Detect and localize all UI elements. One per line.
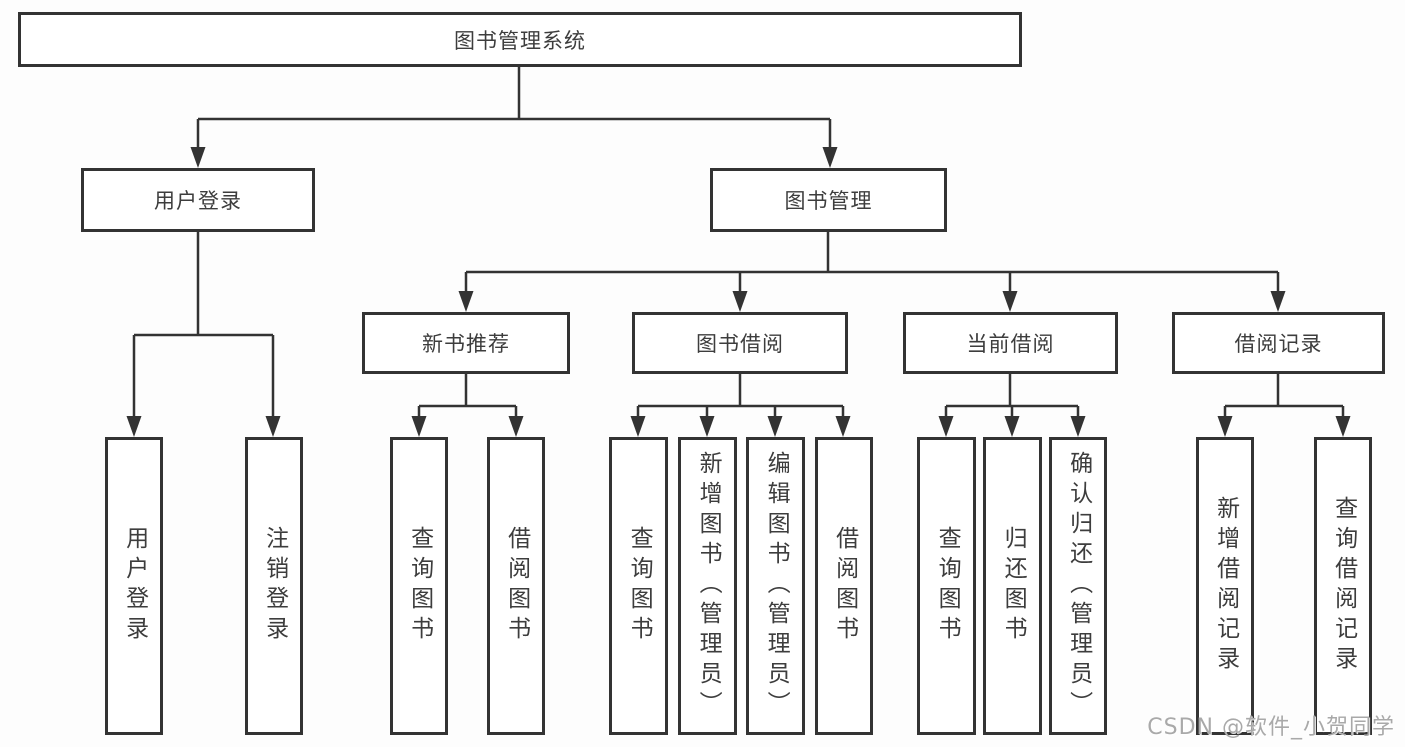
node-library-system: 图书管理系统: [18, 12, 1022, 67]
connector-path: [132, 67, 1345, 419]
leaf-borrow-books: 借阅图书: [815, 437, 873, 735]
node-borrow-records: 借阅记录: [1172, 312, 1385, 374]
node-user-login: 用户登录: [81, 168, 315, 232]
leaf-query-books-recommend: 查询图书: [390, 437, 448, 735]
arrowheads: [126, 147, 1351, 437]
leaf-query-books-current: 查询图书: [917, 437, 976, 735]
leaf-add-books-admin: 新增图书（管理员）: [678, 437, 737, 735]
node-new-book-recommend: 新书推荐: [362, 312, 570, 374]
leaf-add-borrow-record: 新增借阅记录: [1196, 437, 1254, 735]
leaf-query-borrow-record: 查询借阅记录: [1314, 437, 1372, 735]
node-book-management: 图书管理: [710, 168, 947, 232]
node-current-borrowing: 当前借阅: [903, 312, 1118, 374]
leaf-return-books: 归还图书: [983, 437, 1042, 735]
leaf-borrow-books-recommend: 借阅图书: [487, 437, 545, 735]
leaf-logout: 注销登录: [245, 437, 303, 735]
leaf-query-books-borrowing: 查询图书: [609, 437, 668, 735]
leaf-edit-books-admin: 编辑图书（管理员）: [746, 437, 805, 735]
node-book-borrowing: 图书借阅: [632, 312, 848, 374]
leaf-confirm-return-admin: 确认归还（管理员）: [1049, 437, 1107, 735]
leaf-user-login: 用户登录: [105, 437, 163, 735]
csdn-watermark: CSDN @软件_小贺同学: [1147, 715, 1395, 740]
